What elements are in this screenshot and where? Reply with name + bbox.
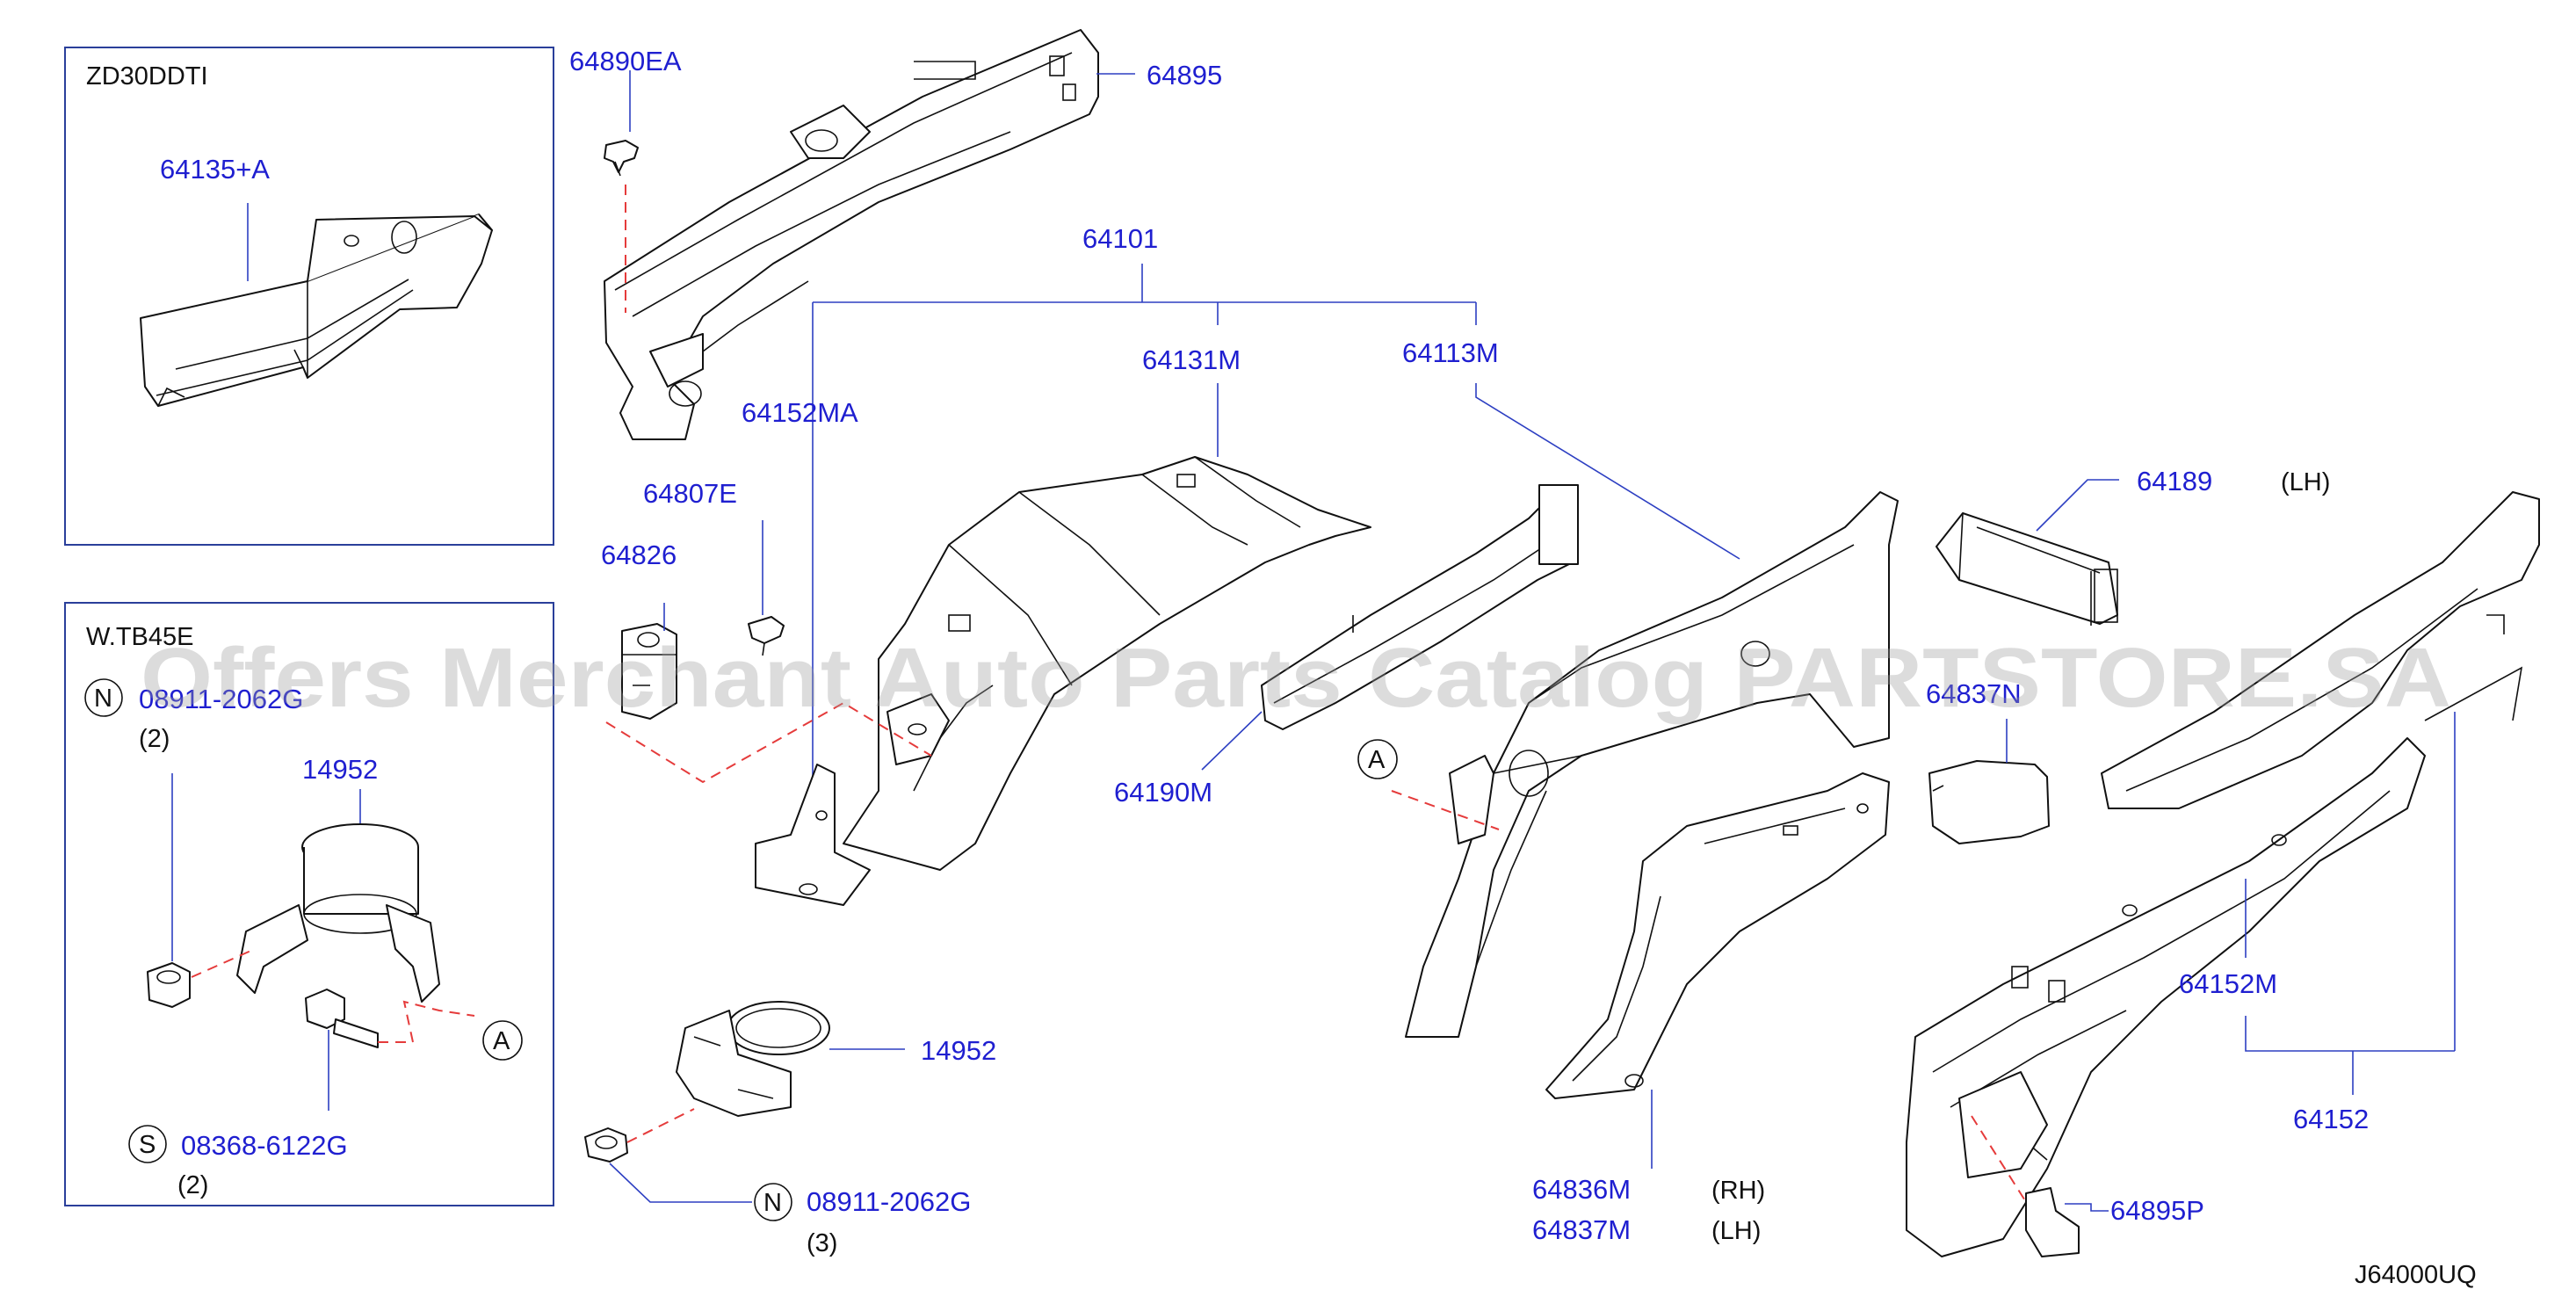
- part-label-08911-lower[interactable]: 08911-2062G: [807, 1186, 971, 1217]
- part-14952-lower-drawing: [676, 1001, 830, 1117]
- diagram-code: J64000UQ: [2355, 1261, 2477, 1289]
- part-label-64837m[interactable]: 64837M: [1532, 1214, 1631, 1245]
- part-qty-08911-upper: (2): [139, 725, 170, 753]
- callout-a-circle: [482, 1020, 523, 1061]
- part-label-14952-upper[interactable]: 14952: [302, 754, 378, 785]
- part-64189-drawing: [1936, 512, 2118, 626]
- variant-box-title: W.TB45E: [86, 623, 194, 651]
- part-label-64837n[interactable]: 64837N: [1926, 678, 2022, 709]
- part-label-64890ea[interactable]: 64890EA: [569, 46, 682, 76]
- part-side-64836m: (RH): [1711, 1177, 1765, 1205]
- part-64131m-drawing: [843, 456, 1371, 871]
- callout-s: S: [139, 1131, 156, 1159]
- callout-a: A: [493, 1027, 510, 1055]
- part-qty-08368: (2): [177, 1171, 208, 1199]
- part-64190m-drawing: [1261, 484, 1579, 730]
- callout-a-circle: [1357, 739, 1398, 779]
- part-label-64189[interactable]: 64189: [2137, 466, 2212, 496]
- part-label-64807e[interactable]: 64807E: [643, 478, 737, 509]
- part-label-64152[interactable]: 64152: [2293, 1104, 2369, 1134]
- variant-box-zd30ddti: [64, 47, 554, 546]
- callout-n: N: [94, 685, 112, 713]
- part-side-64189: (LH): [2281, 468, 2330, 496]
- part-label-64895[interactable]: 64895: [1147, 60, 1222, 91]
- part-64837n-drawing: [1928, 760, 2050, 844]
- part-label-64152m[interactable]: 64152M: [2179, 968, 2277, 999]
- part-64807e-clip: [748, 616, 785, 656]
- nut-08911-lower: [584, 1127, 628, 1163]
- bolt-08368: [305, 989, 379, 1048]
- part-label-64152ma[interactable]: 64152MA: [742, 397, 858, 428]
- callout-n-circle: [84, 678, 123, 717]
- callout-n-circle: [754, 1183, 792, 1221]
- watermark: Offers Merchant Auto Parts Catalog PARTS…: [141, 631, 2451, 725]
- part-label-64826[interactable]: 64826: [601, 540, 677, 570]
- part-64895p-drawing: [2025, 1187, 2080, 1257]
- part-side-64837m: (LH): [1711, 1217, 1761, 1245]
- part-label-64101[interactable]: 64101: [1082, 223, 1158, 254]
- part-64113m-drawing: [1405, 491, 1899, 1038]
- callout-n: N: [763, 1189, 782, 1217]
- part-label-14952-lower[interactable]: 14952: [921, 1035, 996, 1066]
- callout-s-circle: [128, 1125, 167, 1163]
- variant-box-wtb45e: [64, 602, 554, 1206]
- part-label-64836m[interactable]: 64836M: [1532, 1174, 1631, 1205]
- nut-08911-upper: [147, 962, 191, 1008]
- part-64890ea-clip: [604, 140, 639, 177]
- part-label-64131m[interactable]: 64131M: [1142, 344, 1241, 375]
- part-label-64895p[interactable]: 64895P: [2110, 1195, 2204, 1226]
- part-label-64135a[interactable]: 64135+A: [160, 154, 270, 185]
- part-64135a-drawing: [140, 214, 493, 407]
- part-64152ma-drawing: [755, 764, 871, 906]
- part-14952-upper-drawing: [236, 823, 440, 1003]
- part-label-08911-upper[interactable]: 08911-2062G: [139, 684, 303, 714]
- part-64895-drawing: [604, 29, 1099, 440]
- part-64836m-drawing: [1545, 772, 1890, 1099]
- part-64826-drawing: [621, 623, 677, 720]
- variant-box-title: ZD30DDTI: [86, 62, 208, 91]
- part-label-64190m[interactable]: 64190M: [1114, 777, 1212, 808]
- callout-a: A: [1368, 746, 1386, 774]
- part-64152m-drawing: [1906, 491, 2540, 1257]
- part-label-64113m[interactable]: 64113M: [1402, 337, 1499, 368]
- part-qty-08911-lower: (3): [807, 1229, 837, 1257]
- part-label-08368[interactable]: 08368-6122G: [181, 1130, 348, 1161]
